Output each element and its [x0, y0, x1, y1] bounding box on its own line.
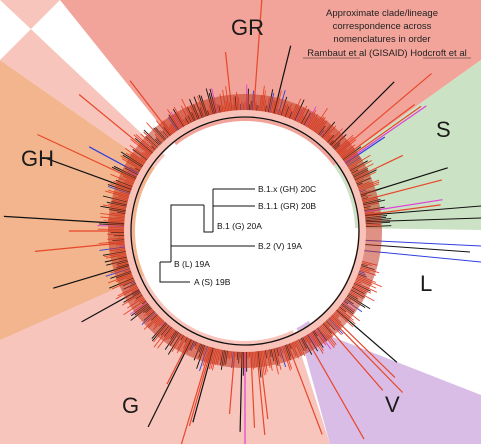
ring-band-inner [124, 110, 366, 352]
label-b: B (L) 19A [174, 259, 210, 269]
label-b11: B.1.1 (GR) 20B [258, 201, 316, 211]
ring-inner-line [130, 116, 360, 346]
tip-branch [252, 0, 263, 114]
b-to-b1 [170, 204, 204, 246]
b1-node [203, 205, 213, 233]
v-sector [245, 231, 481, 444]
legend-line-3: nomenclatures in order [333, 34, 430, 45]
tip-branch [303, 333, 365, 440]
tip-branch [334, 73, 432, 156]
clade-label-gh: GH [21, 146, 54, 171]
legend-line-4: Rambaut et al (GISAID) Hodcroft et al [307, 48, 466, 59]
clade-label-l: L [420, 271, 432, 296]
root-branch [159, 262, 190, 283]
clade-label-gr: GR [231, 15, 264, 40]
clade-label-g: G [122, 393, 139, 418]
legend-line-2: correspondence across [333, 21, 432, 32]
ring-band-outer [108, 94, 382, 368]
clade-label-s: S [436, 117, 451, 142]
nomenclature-legend: Approximate clade/lineage correspondence… [303, 8, 471, 59]
label-b1x: B.1.x (GH) 20C [258, 184, 316, 194]
label-a: A (S) 19B [194, 277, 231, 287]
tree-center [135, 121, 355, 341]
clade-label-v: V [385, 392, 400, 417]
lineage-schematic [159, 188, 255, 283]
label-b1: B.1 (G) 20A [217, 221, 262, 231]
legend-line-1: Approximate clade/lineage [326, 8, 438, 19]
label-b2: B.2 (V) 19A [258, 241, 302, 251]
tip-branch [3, 215, 128, 225]
